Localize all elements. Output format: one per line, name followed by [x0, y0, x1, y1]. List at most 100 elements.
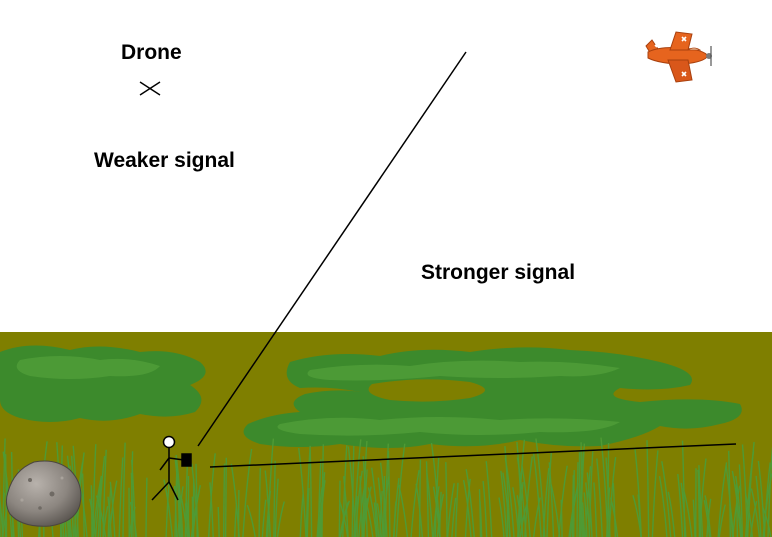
grass-blade [273, 460, 276, 537]
grass-blade [558, 465, 568, 537]
grass-blade [610, 497, 619, 537]
grass-blade [521, 465, 531, 537]
rock-icon [5, 460, 82, 527]
grass-blade [581, 502, 586, 537]
grass-blade [478, 489, 482, 537]
grass-blade [362, 456, 368, 537]
grass-blade [376, 503, 383, 537]
grass-blade [692, 499, 696, 537]
grass-blade [462, 479, 472, 537]
grass-blade [485, 461, 493, 537]
grass-blade [746, 442, 755, 537]
grass-blade [451, 497, 457, 537]
grass-blade [586, 472, 593, 537]
grass-blade [118, 457, 124, 537]
grass-blade [725, 465, 734, 537]
grass-blade [432, 486, 441, 537]
grass-blade [321, 444, 324, 537]
grass-blade [596, 458, 603, 537]
grass-blade [608, 457, 617, 537]
grass-blade [107, 486, 112, 537]
controller-icon [181, 453, 192, 467]
grass-blade [338, 480, 341, 537]
grass-blade [583, 492, 588, 537]
grass-blade [482, 481, 488, 537]
grass-blade [261, 499, 267, 537]
grass-blade [246, 504, 256, 537]
grass-blade [524, 456, 533, 537]
grass-blade [658, 475, 668, 537]
grass-blade [741, 444, 749, 537]
signal-line-stronger [209, 443, 737, 468]
grass-blade [500, 470, 508, 537]
grass-blade [502, 472, 511, 537]
stronger-signal-label: Stronger signal [421, 261, 576, 284]
sky [0, 0, 772, 332]
grass-blade [706, 498, 712, 537]
grass-blade [92, 475, 103, 537]
grass-blade [717, 462, 728, 537]
grass-blade [5, 477, 8, 537]
grass-blade [745, 451, 755, 537]
grass-blade [612, 483, 616, 537]
grass-blade [762, 473, 772, 537]
grass-blade [129, 501, 138, 537]
grass-blade [667, 491, 676, 537]
grass-blade [738, 464, 744, 537]
grass-blade [498, 497, 505, 537]
grass-blade [267, 438, 275, 537]
drone-label: Drone [121, 41, 182, 64]
grass-blade [367, 487, 378, 537]
grass-blade [703, 500, 711, 537]
grass-blade [560, 499, 563, 537]
grass-blade [750, 488, 761, 537]
grass-blade [276, 501, 285, 537]
grass-blade [89, 498, 97, 537]
grass-patch-highlights [16, 356, 620, 436]
grass-blade [145, 477, 148, 537]
grass-blade [729, 506, 735, 537]
grass-blade [258, 467, 261, 537]
grass-blade [425, 461, 430, 537]
grass-blade [230, 463, 240, 537]
grass-blade [242, 448, 253, 537]
grass-blade [306, 487, 310, 537]
grass-blade [122, 442, 126, 537]
grass-blade [395, 443, 406, 537]
grass-blade [298, 448, 307, 537]
grass-blade [504, 457, 515, 537]
grass-blade [637, 494, 642, 537]
grass-blade [698, 458, 707, 537]
grass-blade [606, 487, 611, 537]
grass-blade [579, 500, 585, 537]
grass-blade [455, 482, 459, 537]
grass-blade [175, 455, 181, 537]
grass-blade [744, 494, 754, 537]
grass-blade [573, 470, 575, 537]
grass-blade [95, 495, 107, 537]
grass-blade [2, 451, 13, 537]
grass-blade [163, 479, 173, 537]
grass-blade [92, 444, 97, 537]
grass-blade [651, 450, 659, 537]
grass-blade [755, 475, 762, 537]
grass-blade [109, 481, 116, 537]
grass-blade [571, 475, 575, 537]
grass-blade [697, 469, 704, 537]
grass-blade [130, 472, 134, 537]
grass-blade [178, 489, 182, 537]
grass-blade [532, 453, 542, 537]
grass-blade [546, 452, 552, 537]
grass-blade [579, 505, 584, 537]
grass-blade [465, 469, 475, 537]
grass-blade [224, 457, 227, 537]
grass-blade [1, 492, 6, 537]
grass-blade [266, 493, 271, 537]
weaker-signal-label: Weaker signal [94, 149, 235, 172]
grass-blade [191, 463, 199, 537]
x-mark-icon [139, 81, 161, 96]
grass-blade [342, 445, 348, 537]
grass-blade [535, 438, 546, 537]
